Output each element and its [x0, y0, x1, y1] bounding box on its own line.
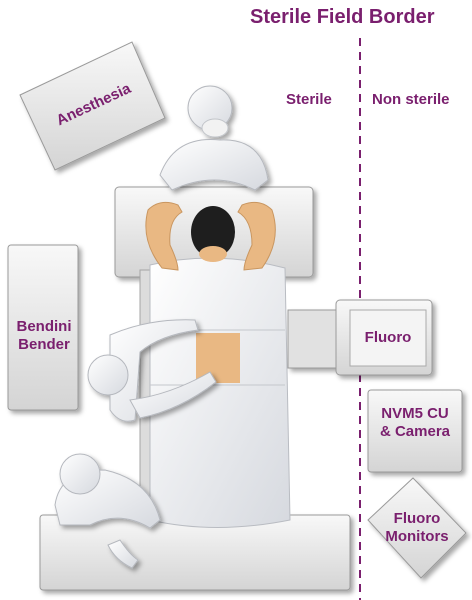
label-bendini-bender: Bendini Bender	[8, 318, 80, 354]
nvm5-line1: NVM5 CU	[368, 405, 462, 423]
monitors-line1: Fluoro	[372, 510, 462, 528]
bendini-line2: Bender	[8, 336, 80, 354]
zone-label-non-sterile: Non sterile	[372, 92, 472, 109]
bendini-line1: Bendini	[8, 318, 80, 336]
nvm5-line2: & Camera	[368, 423, 462, 441]
diagram-title: Sterile Field Border	[250, 6, 472, 28]
surgical-site	[196, 333, 240, 383]
monitors-line2: Monitors	[372, 528, 462, 546]
label-fluoro-monitors: Fluoro Monitors	[372, 510, 462, 546]
label-fluoro: Fluoro	[350, 330, 426, 347]
label-nvm5: NVM5 CU & Camera	[368, 405, 462, 441]
anesthesia-staff	[160, 86, 268, 190]
zone-label-sterile: Sterile	[286, 92, 348, 109]
